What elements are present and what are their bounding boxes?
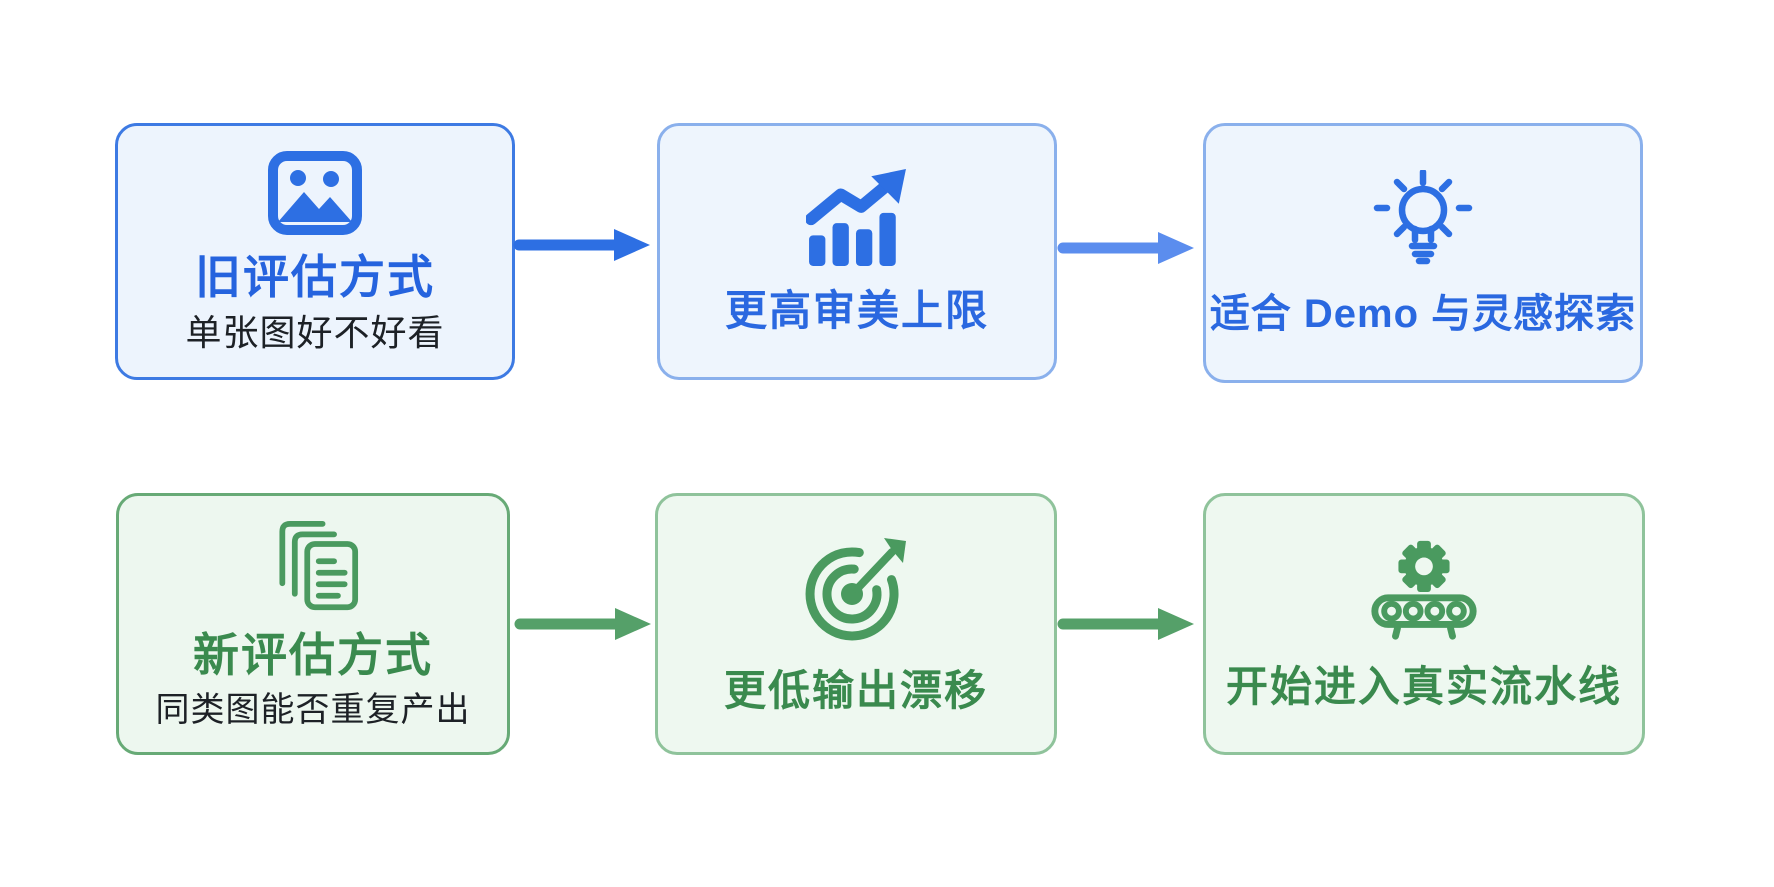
- higher-aesthetic-card: 更高审美上限: [657, 123, 1057, 380]
- pipeline-icon: [1371, 540, 1477, 640]
- card-label: 更低输出漂移: [723, 666, 988, 714]
- lightbulb-icon: [1373, 170, 1473, 265]
- card-subtitle: 单张图好不好看: [185, 312, 445, 354]
- documents-icon: [279, 521, 359, 611]
- chart-up-icon: [806, 169, 906, 267]
- card-label: 更高审美上限: [724, 287, 989, 335]
- right-arrow-icon: [514, 608, 651, 640]
- right-arrow-icon: [1057, 608, 1194, 640]
- real-pipeline-card: 开始进入真实流水线: [1203, 493, 1645, 755]
- lower-drift-card: 更低输出漂移: [655, 493, 1057, 755]
- card-label: 适合 Demo 与灵感探索: [1209, 292, 1637, 336]
- new-eval-card: 新评估方式 同类图能否重复产出: [116, 493, 510, 755]
- demo-inspiration-card: 适合 Demo 与灵感探索: [1203, 123, 1643, 383]
- card-title: 新评估方式: [193, 629, 433, 682]
- card-title: 旧评估方式: [195, 250, 435, 303]
- right-arrow-icon: [1057, 232, 1194, 264]
- card-subtitle: 同类图能否重复产出: [155, 690, 471, 729]
- card-label: 开始进入真实流水线: [1225, 662, 1622, 710]
- right-arrow-icon: [513, 229, 650, 261]
- image-icon: [268, 150, 362, 235]
- target-icon: [805, 537, 906, 641]
- old-eval-card: 旧评估方式 单张图好不好看: [115, 123, 515, 380]
